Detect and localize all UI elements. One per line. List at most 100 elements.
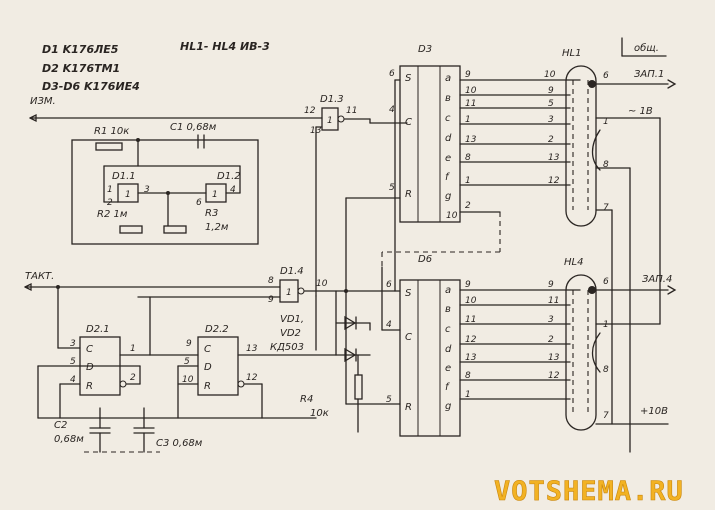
svg-text:12: 12: [548, 176, 560, 186]
c1-label: C1 0,68м: [170, 122, 217, 133]
svg-text:1: 1: [327, 116, 333, 126]
takt-label: ТАКТ.: [25, 271, 54, 282]
bus-d6-hl4: 9 10 11 12 13 8 1 9 11 3 2 13 12: [459, 280, 581, 400]
bus-d3-hl1: 9 10 11 1 13 8 1 10 9 5 3 2 13 12: [459, 70, 581, 186]
svg-text:с: с: [445, 324, 451, 335]
svg-text:d: d: [445, 344, 452, 355]
diodes-vd1-vd2: VD1, VD2 КД503: [270, 290, 371, 363]
svg-text:5: 5: [389, 183, 395, 193]
r1-label: R1 10к: [94, 126, 129, 137]
indicator-hl4: HL4 6 1 8 7 ЗАП.4 +10В: [564, 257, 677, 431]
gate-d14: D1.4 1 10: [279, 266, 396, 303]
ground-symbol: общ.: [621, 37, 667, 57]
svg-text:4: 4: [70, 375, 76, 385]
counter-d6: D6 S C R 6 4 5 a в с d е f g: [381, 254, 461, 437]
svg-text:10: 10: [446, 211, 458, 221]
svg-text:4: 4: [386, 320, 392, 330]
svg-text:R: R: [86, 381, 93, 392]
svg-text:с: с: [445, 113, 451, 124]
svg-text:C: C: [204, 344, 211, 355]
svg-text:10: 10: [316, 279, 328, 289]
svg-text:1: 1: [465, 390, 471, 400]
svg-text:12: 12: [465, 335, 477, 345]
svg-text:4: 4: [230, 185, 236, 195]
svg-text:1: 1: [125, 190, 131, 200]
gate-d13: 1 D1.3 11 13: [310, 94, 408, 297]
svg-text:13: 13: [246, 344, 258, 354]
svg-text:9: 9: [548, 280, 554, 290]
oscillator: R1 10к C1 0,68м D1.1 1 1 2 3 D1.2 1 6 4 …: [71, 122, 259, 245]
svg-text:1: 1: [130, 344, 136, 354]
hl4-label: HL4: [564, 257, 583, 268]
svg-text:10: 10: [182, 375, 194, 385]
svg-text:a: a: [445, 73, 451, 84]
svg-text:3: 3: [548, 315, 554, 325]
svg-text:10: 10: [465, 86, 477, 96]
svg-text:6: 6: [603, 71, 609, 81]
zap4-label: ЗАП.4: [642, 274, 672, 285]
svg-text:10: 10: [465, 296, 477, 306]
vd-type: КД503: [270, 342, 304, 353]
svg-text:2: 2: [548, 335, 554, 345]
svg-text:7: 7: [603, 411, 609, 421]
svg-text:g: g: [445, 191, 451, 202]
watermark: VOTSHEMA.RU: [494, 476, 684, 507]
svg-text:в: в: [445, 304, 451, 315]
svg-text:d: d: [445, 133, 452, 144]
vd-label: VD1,: [280, 314, 304, 325]
svg-text:3: 3: [70, 339, 76, 349]
svg-text:5: 5: [184, 357, 190, 367]
svg-text:1: 1: [465, 115, 471, 125]
c3-label: C3 0,68м: [156, 438, 203, 449]
capacitor-c3: C3 0,68м: [133, 407, 203, 453]
c2-value: 0,68м: [54, 434, 84, 445]
r4-value: 10к: [310, 408, 329, 419]
legend-d3-d6: D3-D6 K176ИЕ4: [42, 80, 140, 93]
svg-text:5: 5: [386, 395, 392, 405]
ac-label: ~ 1В: [628, 106, 653, 117]
counter-d3: D3 S C R 6 4 5 10 2 a в с d е f g: [381, 44, 501, 292]
svg-text:4: 4: [389, 105, 395, 115]
svg-text:6: 6: [386, 280, 392, 290]
svg-text:1: 1: [286, 288, 292, 298]
legend-hl: HL1- HL4 ИВ-3: [180, 40, 270, 53]
legend-d2: D2 K176ТМ1: [42, 62, 120, 75]
indicator-hl1: HL1 6 1 8 7 ЗАП.1 ~ 1В: [562, 48, 677, 227]
svg-text:C: C: [86, 344, 93, 355]
svg-text:12: 12: [548, 371, 560, 381]
svg-text:R: R: [405, 402, 412, 413]
d3-label: D3: [418, 44, 432, 55]
svg-text:е: е: [445, 363, 451, 374]
svg-text:2: 2: [548, 135, 554, 145]
svg-text:13: 13: [465, 353, 477, 363]
ground-label: общ.: [634, 42, 659, 54]
svg-text:8: 8: [465, 371, 471, 381]
svg-text:11: 11: [548, 296, 559, 306]
svg-text:3: 3: [144, 185, 150, 195]
svg-text:g: g: [445, 401, 451, 412]
svg-text:1: 1: [107, 185, 113, 195]
gate-d14-label: D1.4: [280, 266, 304, 277]
svg-text:1: 1: [212, 190, 218, 200]
svg-text:8: 8: [603, 160, 609, 170]
svg-text:8: 8: [465, 153, 471, 163]
flipflop-d21: D2.1 C D R 3 5 4 1 2: [37, 324, 151, 419]
svg-text:2: 2: [465, 201, 471, 211]
r3-label: R3: [205, 208, 218, 219]
izm-input: ИЗМ. 12: [29, 96, 323, 123]
d22-label: D2.2: [205, 324, 229, 335]
svg-text:f: f: [445, 382, 450, 393]
d6-label: D6: [418, 254, 432, 265]
svg-text:C: C: [405, 117, 412, 128]
hl1-label: HL1: [562, 48, 581, 59]
svg-text:10: 10: [544, 70, 556, 80]
svg-text:11: 11: [465, 99, 476, 109]
svg-text:6: 6: [603, 277, 609, 287]
svg-text:D: D: [86, 362, 94, 373]
svg-text:5: 5: [70, 357, 76, 367]
c2-label: C2: [54, 420, 67, 431]
gate-d11-label: D1.1: [112, 171, 136, 182]
r4-label: R4: [300, 394, 313, 405]
svg-text:12: 12: [304, 106, 316, 116]
svg-text:S: S: [405, 288, 412, 299]
